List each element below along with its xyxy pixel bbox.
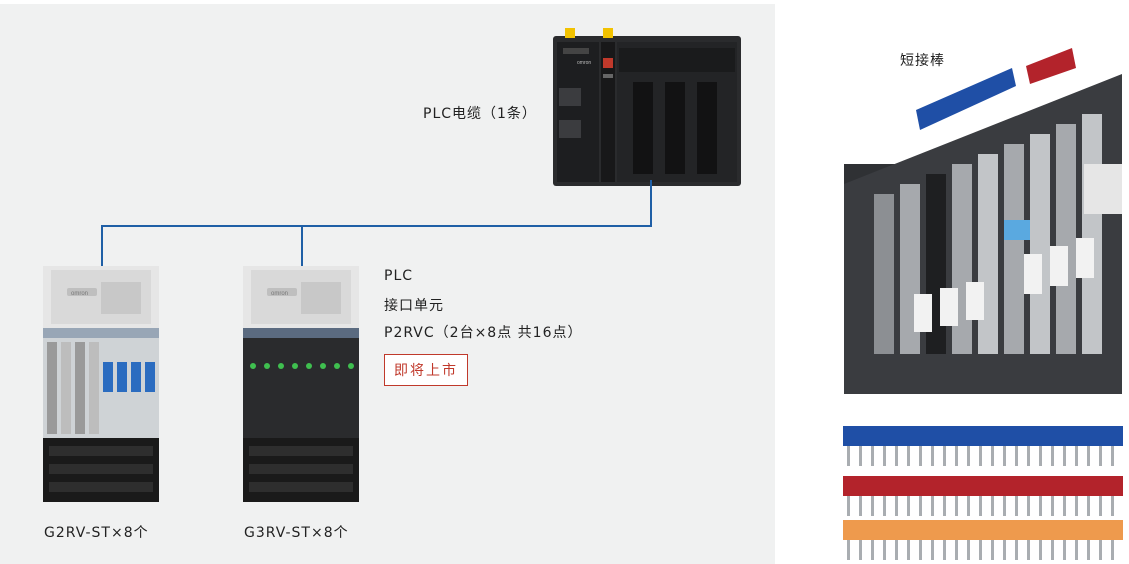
plc-label-line3: P2RVC（2台×8点 共16点） [384,325,583,341]
short-bar-red [843,476,1123,518]
g2rv-brand-text: omron [71,291,88,297]
short-bar-blue [843,426,1123,468]
short-bar-photo [844,48,1122,394]
short-bar-orange [843,520,1123,562]
plc-brand-text: omron [577,60,591,66]
coming-soon-badge: 即将上市 [384,354,468,386]
plc-label-line2: 接口单元 [384,298,444,314]
unit-right-label: G3RV-ST×8个 [244,525,349,541]
plc-cable-label: PLC电缆（1条） [423,106,537,122]
relay-unit-g2rv: omron [43,266,159,502]
plc-cable-lines [101,180,652,268]
plc-controller: omron [553,28,741,186]
cable-main [101,180,652,268]
relay-unit-g3rv: omron [243,266,359,502]
short-bar-label: 短接棒 [900,53,945,69]
unit-left-label: G2RV-ST×8个 [44,525,149,541]
plc-label-line1: PLC [384,268,414,284]
g3rv-brand-text: omron [271,291,288,297]
